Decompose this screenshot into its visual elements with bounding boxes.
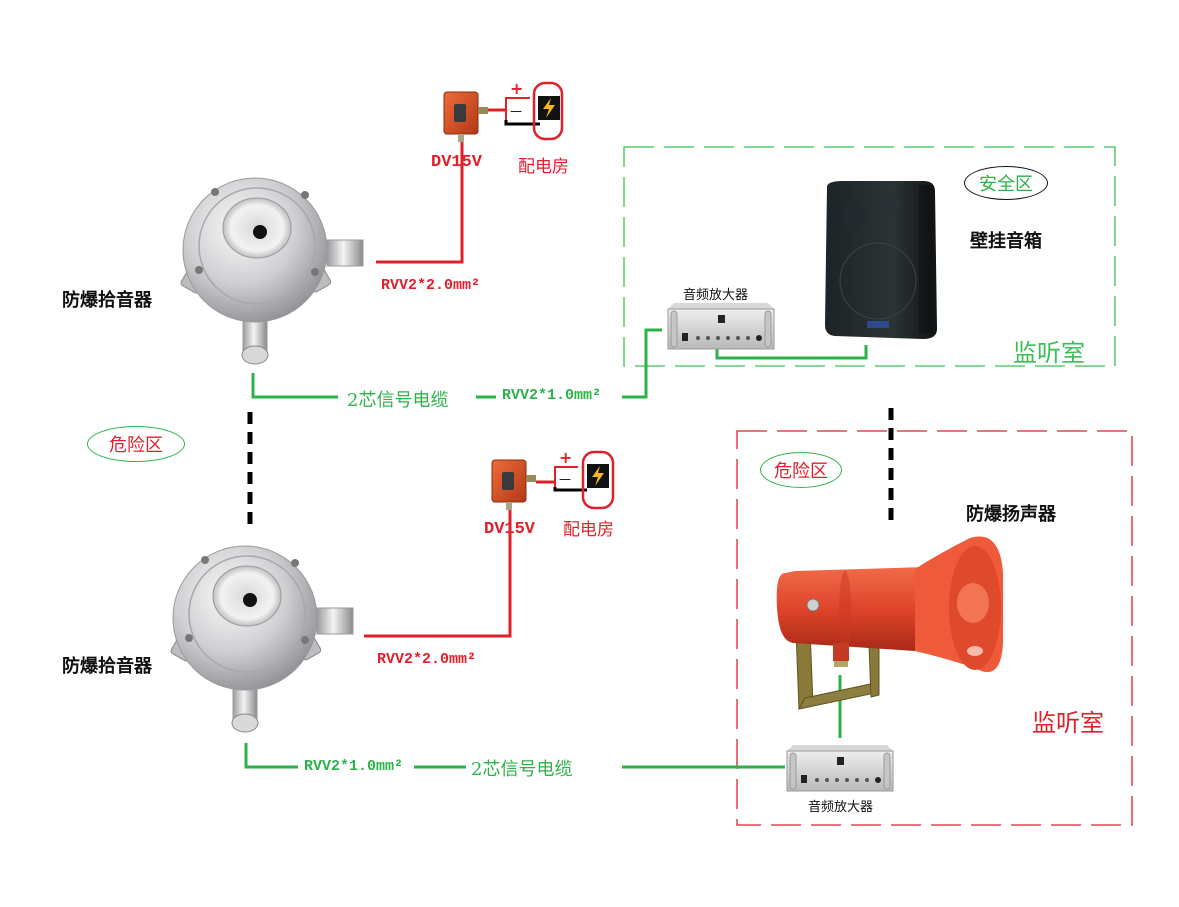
amplifier-label-top: 音频放大器 — [683, 288, 749, 303]
power-cable-top — [376, 147, 464, 264]
monitor-room-label-top: 监听室 — [1013, 339, 1085, 367]
hazard-zone-badge-left: 危险区 — [87, 426, 185, 462]
signal-cable-bottom — [244, 743, 298, 769]
amplifier-icon — [667, 303, 775, 350]
safe-zone-badge: 安全区 — [964, 166, 1048, 200]
pickup-label-top: 防爆拾音器 — [62, 290, 152, 311]
signal-cable-label-top: 2芯信号电缆 — [347, 390, 449, 411]
signal-cable-top — [251, 373, 338, 399]
power-cable-label-bottom: RVV2*2.0mm² — [377, 651, 477, 668]
plus-sign-bottom: + — [559, 448, 573, 467]
plus-sign-top: + — [510, 79, 524, 98]
minus-sign-bottom: — — [559, 472, 571, 486]
minus-sign-top: — — [510, 104, 522, 118]
battery-minus-bottom — [553, 487, 587, 492]
lightning-icon — [538, 96, 560, 120]
signal-cable-top-end — [622, 328, 662, 399]
signal-cable-label-bottom: 2芯信号电缆 — [471, 759, 573, 780]
pickup-label-bottom: 防爆拾音器 — [62, 656, 152, 677]
power-supply-label-top: DV15V — [431, 153, 483, 172]
horn-speaker-icon — [776, 536, 1003, 710]
horn-speaker-label: 防爆扬声器 — [966, 504, 1056, 525]
amplifier-label-bottom: 音频放大器 — [808, 800, 874, 815]
monitor-room-label-bottom: 监听室 — [1032, 709, 1104, 737]
hazard-zone-badge-room: 危险区 — [760, 452, 842, 488]
wall-speaker-label: 壁挂音箱 — [970, 231, 1042, 252]
signal-cable-spec-bottom: RVV2*1.0mm² — [304, 758, 404, 775]
hazard-zone-boundary — [736, 430, 1133, 826]
power-room-outline-top — [532, 81, 564, 141]
power-cable-bottom — [364, 512, 512, 638]
battery-plus-bottom — [554, 466, 578, 487]
battery-plus-top — [505, 97, 530, 120]
power-room-label-top: 配电房 — [518, 157, 569, 177]
signal-cable-spec-top: RVV2*1.0mm² — [502, 387, 602, 404]
power-room-label-bottom: 配电房 — [563, 520, 614, 540]
power-cable-label-top: RVV2*2.0mm² — [381, 277, 481, 294]
power-supply-label-bottom: DV15V — [484, 520, 536, 539]
wall-speaker-icon — [825, 181, 937, 339]
safe-zone-boundary — [623, 146, 1116, 367]
microphone-pickup-icon — [180, 177, 364, 365]
battery-minus-top — [504, 120, 540, 126]
microphone-pickup-icon — [170, 545, 354, 733]
amplifier-icon — [786, 745, 894, 792]
lightning-icon — [587, 464, 609, 488]
power-supply-box-icon — [491, 459, 536, 510]
power-supply-box-icon — [443, 91, 488, 142]
power-room-outline-bottom — [581, 450, 615, 510]
